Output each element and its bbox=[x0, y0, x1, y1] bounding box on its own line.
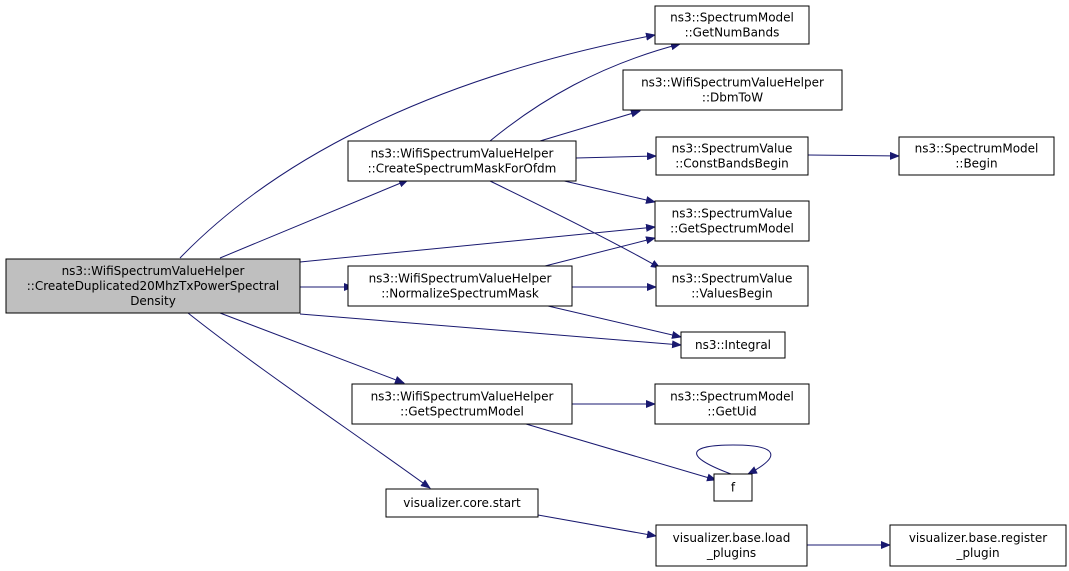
node-label-line: ::NormalizeSpectrumMask bbox=[381, 287, 539, 301]
edge-norm-to-svgetsm bbox=[544, 236, 656, 267]
node-label-line: ::ValuesBegin bbox=[691, 287, 772, 301]
edge-mask-to-constbands bbox=[575, 152, 657, 161]
node-box bbox=[5, 258, 301, 314]
node-label-line: ns3::WifiSpectrumValueHelper bbox=[371, 147, 554, 161]
node-label-line: ns3::WifiSpectrumValueHelper bbox=[371, 390, 554, 404]
node-root: ns3::WifiSpectrumValueHelper::CreateDupl… bbox=[5, 258, 301, 314]
edge-root-to-vstart bbox=[187, 312, 431, 489]
edge-mask-to-dbmtow bbox=[539, 109, 641, 142]
node-label-line: visualizer.base.load bbox=[673, 531, 791, 545]
node-regplugin[interactable]: visualizer.base.register_plugin bbox=[889, 524, 1067, 567]
node-box bbox=[655, 265, 809, 307]
node-box bbox=[898, 136, 1055, 176]
node-label-line: _plugins bbox=[706, 546, 756, 560]
edge-root-to-svgetsm bbox=[299, 223, 656, 263]
node-integral[interactable]: ns3::Integral bbox=[680, 331, 786, 359]
node-box bbox=[622, 69, 843, 111]
node-box bbox=[347, 140, 577, 182]
node-getsm[interactable]: ns3::WifiSpectrumValueHelper::GetSpectru… bbox=[351, 383, 573, 425]
edge-root-to-mask bbox=[219, 179, 409, 259]
edge-getsm-to-f bbox=[525, 423, 717, 482]
node-label-line: ns3::SpectrumModel bbox=[670, 11, 794, 25]
node-label-line: ns3::WifiSpectrumValueHelper bbox=[641, 76, 824, 90]
node-box bbox=[655, 524, 808, 567]
edge-root-to-numbands bbox=[179, 32, 656, 259]
node-svgetsm[interactable]: ns3::SpectrumValue::GetSpectrumModel bbox=[654, 200, 810, 242]
edge-constbands-to-smbegin bbox=[807, 151, 900, 160]
edge-vstart-to-loadplugins bbox=[537, 514, 657, 539]
node-smbegin[interactable]: ns3::SpectrumModel::Begin bbox=[898, 136, 1055, 176]
edge-mask-to-valbegin bbox=[489, 180, 661, 269]
node-box bbox=[347, 265, 573, 307]
node-box bbox=[351, 383, 573, 425]
node-label-line: ns3::SpectrumValue bbox=[672, 207, 793, 221]
edge-root-to-getsm bbox=[219, 312, 405, 384]
node-dbmtow[interactable]: ns3::WifiSpectrumValueHelper::DbmToW bbox=[622, 69, 843, 111]
edges-layer bbox=[179, 32, 900, 549]
node-mask[interactable]: ns3::WifiSpectrumValueHelper::CreateSpec… bbox=[347, 140, 577, 182]
node-label-line: ::CreateDuplicated20MhzTxPowerSpectral bbox=[27, 279, 280, 293]
node-label-line: ns3::SpectrumModel bbox=[670, 390, 794, 404]
node-box bbox=[654, 383, 810, 425]
node-constbands[interactable]: ns3::SpectrumValue::ConstBandsBegin bbox=[655, 136, 809, 176]
node-label-line: f bbox=[731, 481, 736, 495]
edge-mask-to-svgetsm bbox=[559, 179, 656, 204]
node-label-line: visualizer.base.register bbox=[909, 531, 1047, 545]
node-valbegin[interactable]: ns3::SpectrumValue::ValuesBegin bbox=[655, 265, 809, 307]
node-label-line: ::GetUid bbox=[707, 405, 756, 419]
nodes-layer: ns3::WifiSpectrumValueHelper::CreateDupl… bbox=[5, 5, 1067, 567]
node-label-line: ::GetSpectrumModel bbox=[670, 222, 794, 236]
node-label-line: ::Begin bbox=[955, 157, 997, 171]
node-label-line: ::ConstBandsBegin bbox=[675, 157, 789, 171]
node-box bbox=[385, 488, 539, 518]
node-vstart[interactable]: visualizer.core.start bbox=[385, 488, 539, 518]
edge-root-to-integral bbox=[299, 313, 682, 349]
node-box bbox=[713, 473, 753, 502]
node-label-line: ns3::SpectrumModel bbox=[915, 142, 1039, 156]
node-numbands[interactable]: ns3::SpectrumModel::GetNumBands bbox=[654, 5, 810, 45]
edge-f-to-f bbox=[696, 444, 772, 475]
node-box bbox=[680, 331, 786, 359]
node-norm[interactable]: ns3::WifiSpectrumValueHelper::NormalizeS… bbox=[347, 265, 573, 307]
node-box bbox=[654, 200, 810, 242]
node-label-line: ns3::SpectrumValue bbox=[672, 142, 793, 156]
node-f[interactable]: f bbox=[713, 473, 753, 502]
node-box bbox=[654, 5, 810, 45]
node-box bbox=[889, 524, 1067, 567]
node-loadplugins[interactable]: visualizer.base.load_plugins bbox=[655, 524, 808, 567]
node-label-line: ns3::SpectrumValue bbox=[672, 272, 793, 286]
node-label-line: _plugin bbox=[955, 546, 999, 560]
node-label-line: visualizer.core.start bbox=[403, 496, 521, 510]
node-box bbox=[655, 136, 809, 176]
edge-mask-to-numbands bbox=[489, 42, 681, 142]
node-label-line: ns3::WifiSpectrumValueHelper bbox=[369, 272, 552, 286]
node-label-line: ns3::WifiSpectrumValueHelper bbox=[62, 264, 245, 278]
node-label-line: ::GetSpectrumModel bbox=[400, 405, 524, 419]
node-label-line: Density bbox=[130, 294, 176, 308]
node-label-line: ::CreateSpectrumMaskForOfdm bbox=[368, 162, 557, 176]
node-label-line: ::DbmToW bbox=[702, 91, 763, 105]
edge-norm-to-integral bbox=[547, 305, 682, 339]
node-label-line: ns3::Integral bbox=[695, 338, 771, 352]
node-label-line: ::GetNumBands bbox=[685, 26, 780, 40]
node-getuid[interactable]: ns3::SpectrumModel::GetUid bbox=[654, 383, 810, 425]
